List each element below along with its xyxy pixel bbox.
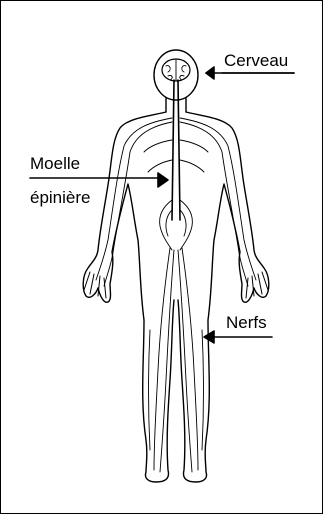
body-outline xyxy=(83,50,269,482)
arrow-nerves xyxy=(204,331,272,343)
nerves-network xyxy=(96,118,256,472)
brain-shape xyxy=(162,59,190,81)
arrow-spinal-cord xyxy=(30,173,168,187)
label-nerves: Nerfs xyxy=(226,314,267,331)
spinal-cord-shape xyxy=(172,80,180,220)
label-spinal-cord-line2: épinière xyxy=(30,189,91,206)
label-spinal-cord-line1: Moelle xyxy=(30,155,80,172)
label-brain: Cerveau xyxy=(224,52,288,69)
